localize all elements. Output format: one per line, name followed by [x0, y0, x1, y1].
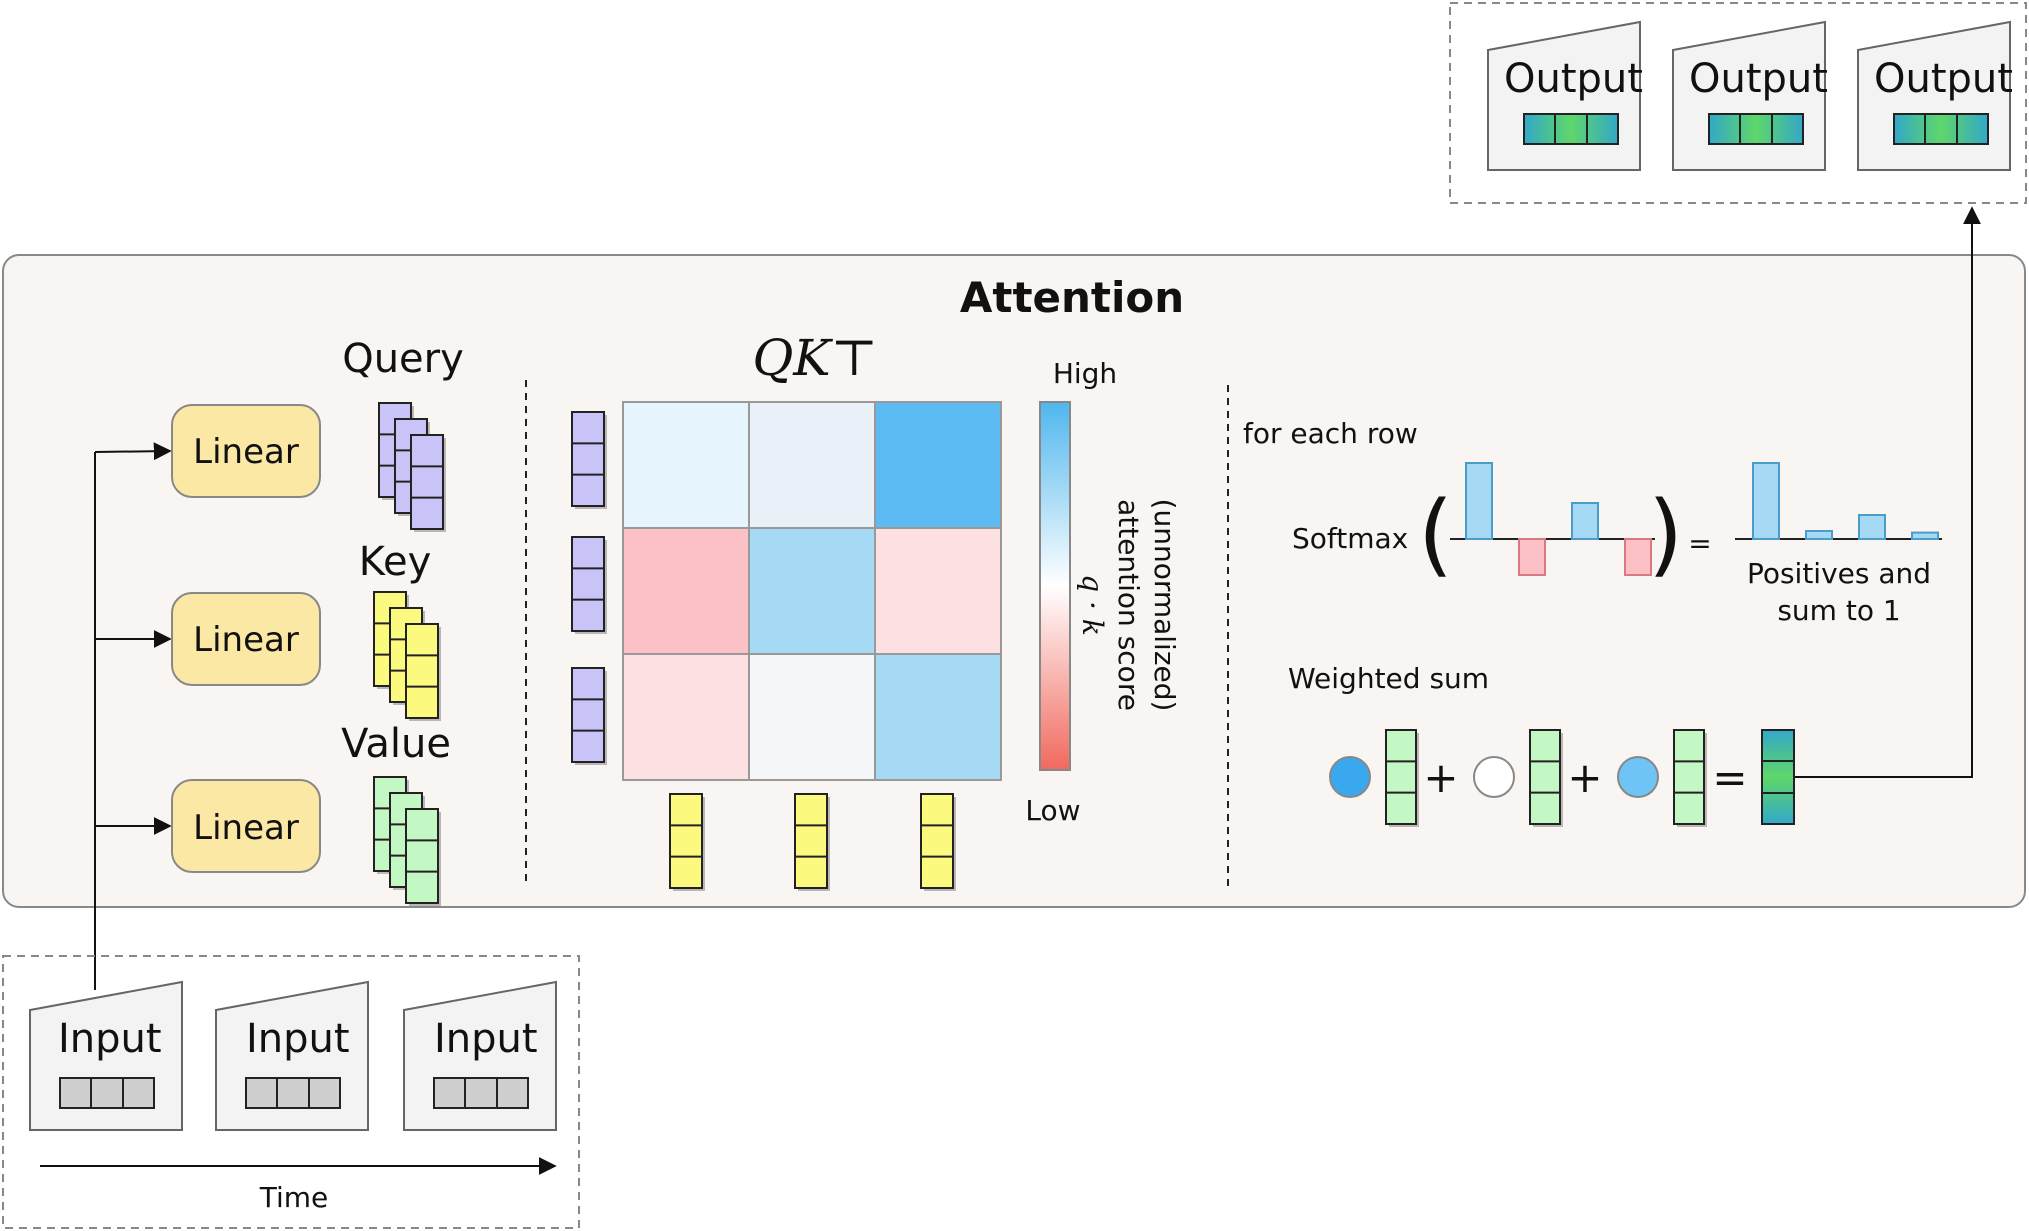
paren-open: ( — [1418, 482, 1453, 587]
key-label: Key — [359, 539, 432, 585]
value-vectors-stack — [373, 776, 441, 906]
heatmap-query-vector — [571, 536, 607, 634]
score-axis-label: (unnormalized) attention score q · k — [1076, 499, 1181, 712]
heatmap-query-vectors — [571, 411, 607, 765]
linear-label: Linear — [193, 620, 299, 660]
attention-panel — [2, 254, 2026, 908]
input-group — [2, 955, 580, 1229]
linear-label: Linear — [193, 808, 299, 848]
softmax-equals: = — [1688, 527, 1711, 560]
plus-sign: + — [1567, 753, 1602, 802]
softmax-bar — [1465, 462, 1493, 540]
output-vector — [1523, 113, 1619, 145]
weight-circle — [1473, 756, 1515, 798]
scale-high-label: High — [1053, 357, 1117, 390]
heatmap-cell — [622, 653, 750, 781]
heatmap-query-vector — [571, 667, 607, 765]
attention-heatmap — [622, 401, 1002, 781]
output-card-3: Output — [1857, 20, 2013, 171]
heatmap-key-vector — [794, 793, 830, 891]
output-arrow — [1795, 206, 1981, 778]
heatmap-cell — [748, 653, 876, 781]
value-vector — [405, 808, 441, 906]
input-card-3: Input — [403, 980, 557, 1131]
heatmap-cell — [622, 401, 750, 529]
linear-block-query: Linear — [171, 404, 321, 498]
input-vector — [433, 1077, 529, 1109]
key-vectors-stack — [373, 591, 441, 721]
weighted-value-vector — [1385, 729, 1419, 827]
output-card-1: Output — [1487, 20, 1643, 171]
heatmap-cell — [874, 401, 1002, 529]
heatmap-cell — [874, 653, 1002, 781]
output-label: Output — [1874, 56, 2013, 102]
attention-title: Attention — [960, 273, 1184, 322]
softmax-input-bars — [1465, 462, 1652, 576]
input-vector — [59, 1077, 155, 1109]
paren-close: ) — [1648, 482, 1683, 587]
linear-block-key: Linear — [171, 592, 321, 686]
input-label: Input — [434, 1016, 538, 1062]
heatmap-key-vector — [920, 793, 956, 891]
weight-circle — [1617, 756, 1659, 798]
output-vector — [1708, 113, 1804, 145]
softmax-output-bars — [1752, 462, 1939, 540]
softmax-bar — [1571, 502, 1599, 540]
input-card-1: Input — [29, 980, 183, 1131]
heatmap-key-vectors — [669, 793, 956, 891]
softmax-bar — [1911, 531, 1939, 540]
output-group — [1449, 2, 2027, 204]
heatmap-cell — [622, 527, 750, 655]
positives-line2: sum to 1 — [1777, 594, 1900, 627]
query-vector — [410, 434, 446, 532]
input-feed-arrows — [94, 442, 172, 990]
value-label: Value — [341, 721, 451, 767]
softmax-bar — [1752, 462, 1780, 540]
softmax-bar — [1624, 538, 1652, 576]
softmax-label: Softmax — [1292, 522, 1408, 555]
heatmap-cell — [874, 527, 1002, 655]
softmax-bar — [1518, 538, 1546, 576]
weighted-sum-label: Weighted sum — [1288, 662, 1489, 695]
query-vectors-stack — [378, 402, 446, 532]
output-label: Output — [1504, 56, 1643, 102]
weighted-value-vector — [1529, 729, 1563, 827]
output-label: Output — [1689, 56, 1828, 102]
input-label: Input — [58, 1016, 162, 1062]
output-vector — [1893, 113, 1989, 145]
qk-transpose-label: QK⊤ — [752, 329, 877, 387]
input-label: Input — [246, 1016, 350, 1062]
time-label: Time — [259, 1181, 329, 1214]
linear-block-value: Linear — [171, 779, 321, 873]
for-each-row-label: for each row — [1243, 417, 1418, 450]
heatmap-cell — [748, 401, 876, 529]
svg-text:q · k: q · k — [1076, 574, 1109, 636]
input-vector — [245, 1077, 341, 1109]
input-card-2: Input — [215, 980, 369, 1131]
weighted-output-vector — [1761, 729, 1795, 825]
svg-text:attention score: attention score — [1112, 499, 1145, 711]
output-card-2: Output — [1672, 20, 1828, 171]
weight-circle — [1329, 756, 1371, 798]
positives-line1: Positives and — [1747, 557, 1931, 590]
svg-text:(unnormalized): (unnormalized) — [1148, 499, 1181, 712]
equals-sign: = — [1712, 753, 1747, 802]
heatmap-query-vector — [571, 411, 607, 509]
scale-low-label: Low — [1025, 794, 1080, 827]
color-scale-bar — [1039, 401, 1071, 771]
softmax-bar — [1858, 514, 1886, 540]
plus-sign: + — [1423, 753, 1458, 802]
key-vector — [405, 623, 441, 721]
query-label: Query — [342, 336, 464, 382]
heatmap-cell — [748, 527, 876, 655]
linear-label: Linear — [193, 432, 299, 472]
heatmap-key-vector — [669, 793, 705, 891]
weighted-sum-row: + + = — [1329, 729, 1795, 827]
softmax-bar — [1805, 530, 1833, 540]
weighted-value-vector — [1673, 729, 1707, 827]
